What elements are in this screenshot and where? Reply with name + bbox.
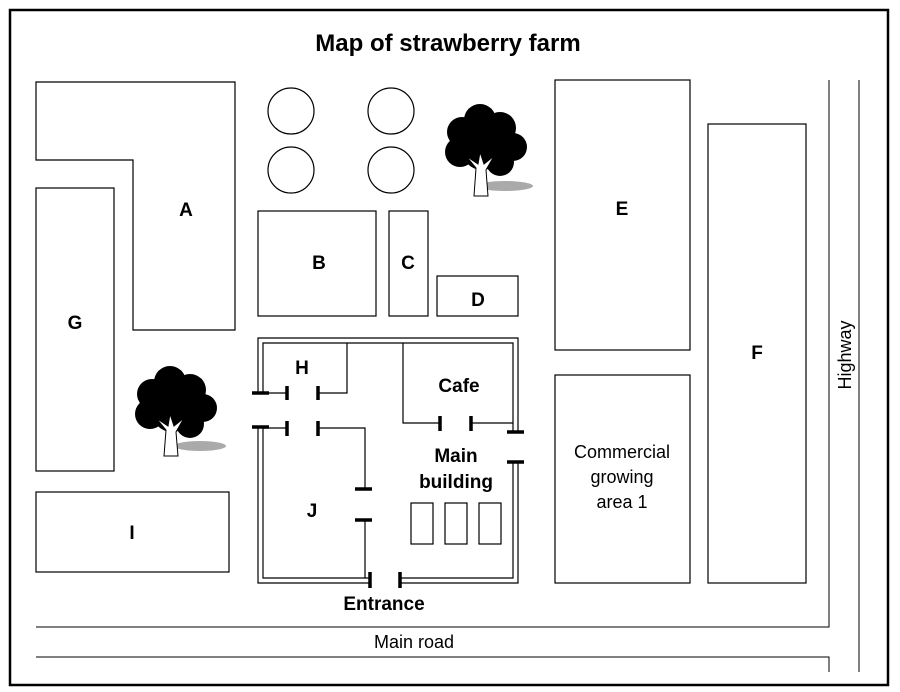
plot-a-label: A: [179, 200, 193, 221]
map-frame: [8, 8, 890, 687]
highway-label: Highway: [835, 320, 855, 389]
table: [410, 502, 434, 545]
plot-i: [35, 491, 230, 573]
room-j-wall: [318, 427, 366, 489]
plot-a: [35, 81, 236, 331]
roads: [36, 80, 860, 672]
main-building-label-line2: building: [419, 472, 493, 493]
plot-c-label: C: [401, 253, 415, 274]
table: [444, 502, 468, 545]
plot-c: [388, 210, 429, 317]
round-plot: [367, 146, 415, 194]
door-markers: [252, 386, 524, 588]
commercial-label-line1: Commercial: [574, 442, 670, 462]
plot-f-label: F: [751, 343, 763, 364]
main-building-label-line1: Main: [434, 446, 477, 467]
map-title: Map of strawberry farm: [315, 30, 580, 57]
plot-d: [436, 275, 519, 317]
plot-g-label: G: [68, 313, 83, 334]
room-h-label: H: [295, 358, 309, 379]
cafe-wall: [402, 343, 440, 424]
round-plot: [267, 146, 315, 194]
round-plot: [267, 87, 315, 135]
round-plot: [367, 87, 415, 135]
plot-f: [707, 123, 807, 584]
room-h-wall: [318, 343, 348, 394]
commercial-label-line3: area 1: [596, 492, 647, 512]
room-j-label: J: [307, 501, 318, 522]
table: [478, 502, 502, 545]
commercial-label-line2: growing: [590, 467, 653, 487]
tree-icon: [445, 104, 533, 197]
entrance-label: Entrance: [343, 594, 424, 615]
tree-icon: [135, 366, 226, 457]
plot-g: [35, 187, 115, 472]
plot-e: [554, 79, 691, 351]
plot-b: [257, 210, 377, 317]
main-compound-wall: [257, 337, 519, 584]
plot-e-label: E: [616, 199, 629, 220]
cafe-label: Cafe: [438, 376, 479, 397]
plot-i-label: I: [129, 523, 134, 544]
plot-b-label: B: [312, 253, 326, 274]
main-road-label: Main road: [374, 632, 454, 652]
commercial-growing-area: [554, 374, 691, 584]
plot-d-label: D: [471, 290, 485, 311]
